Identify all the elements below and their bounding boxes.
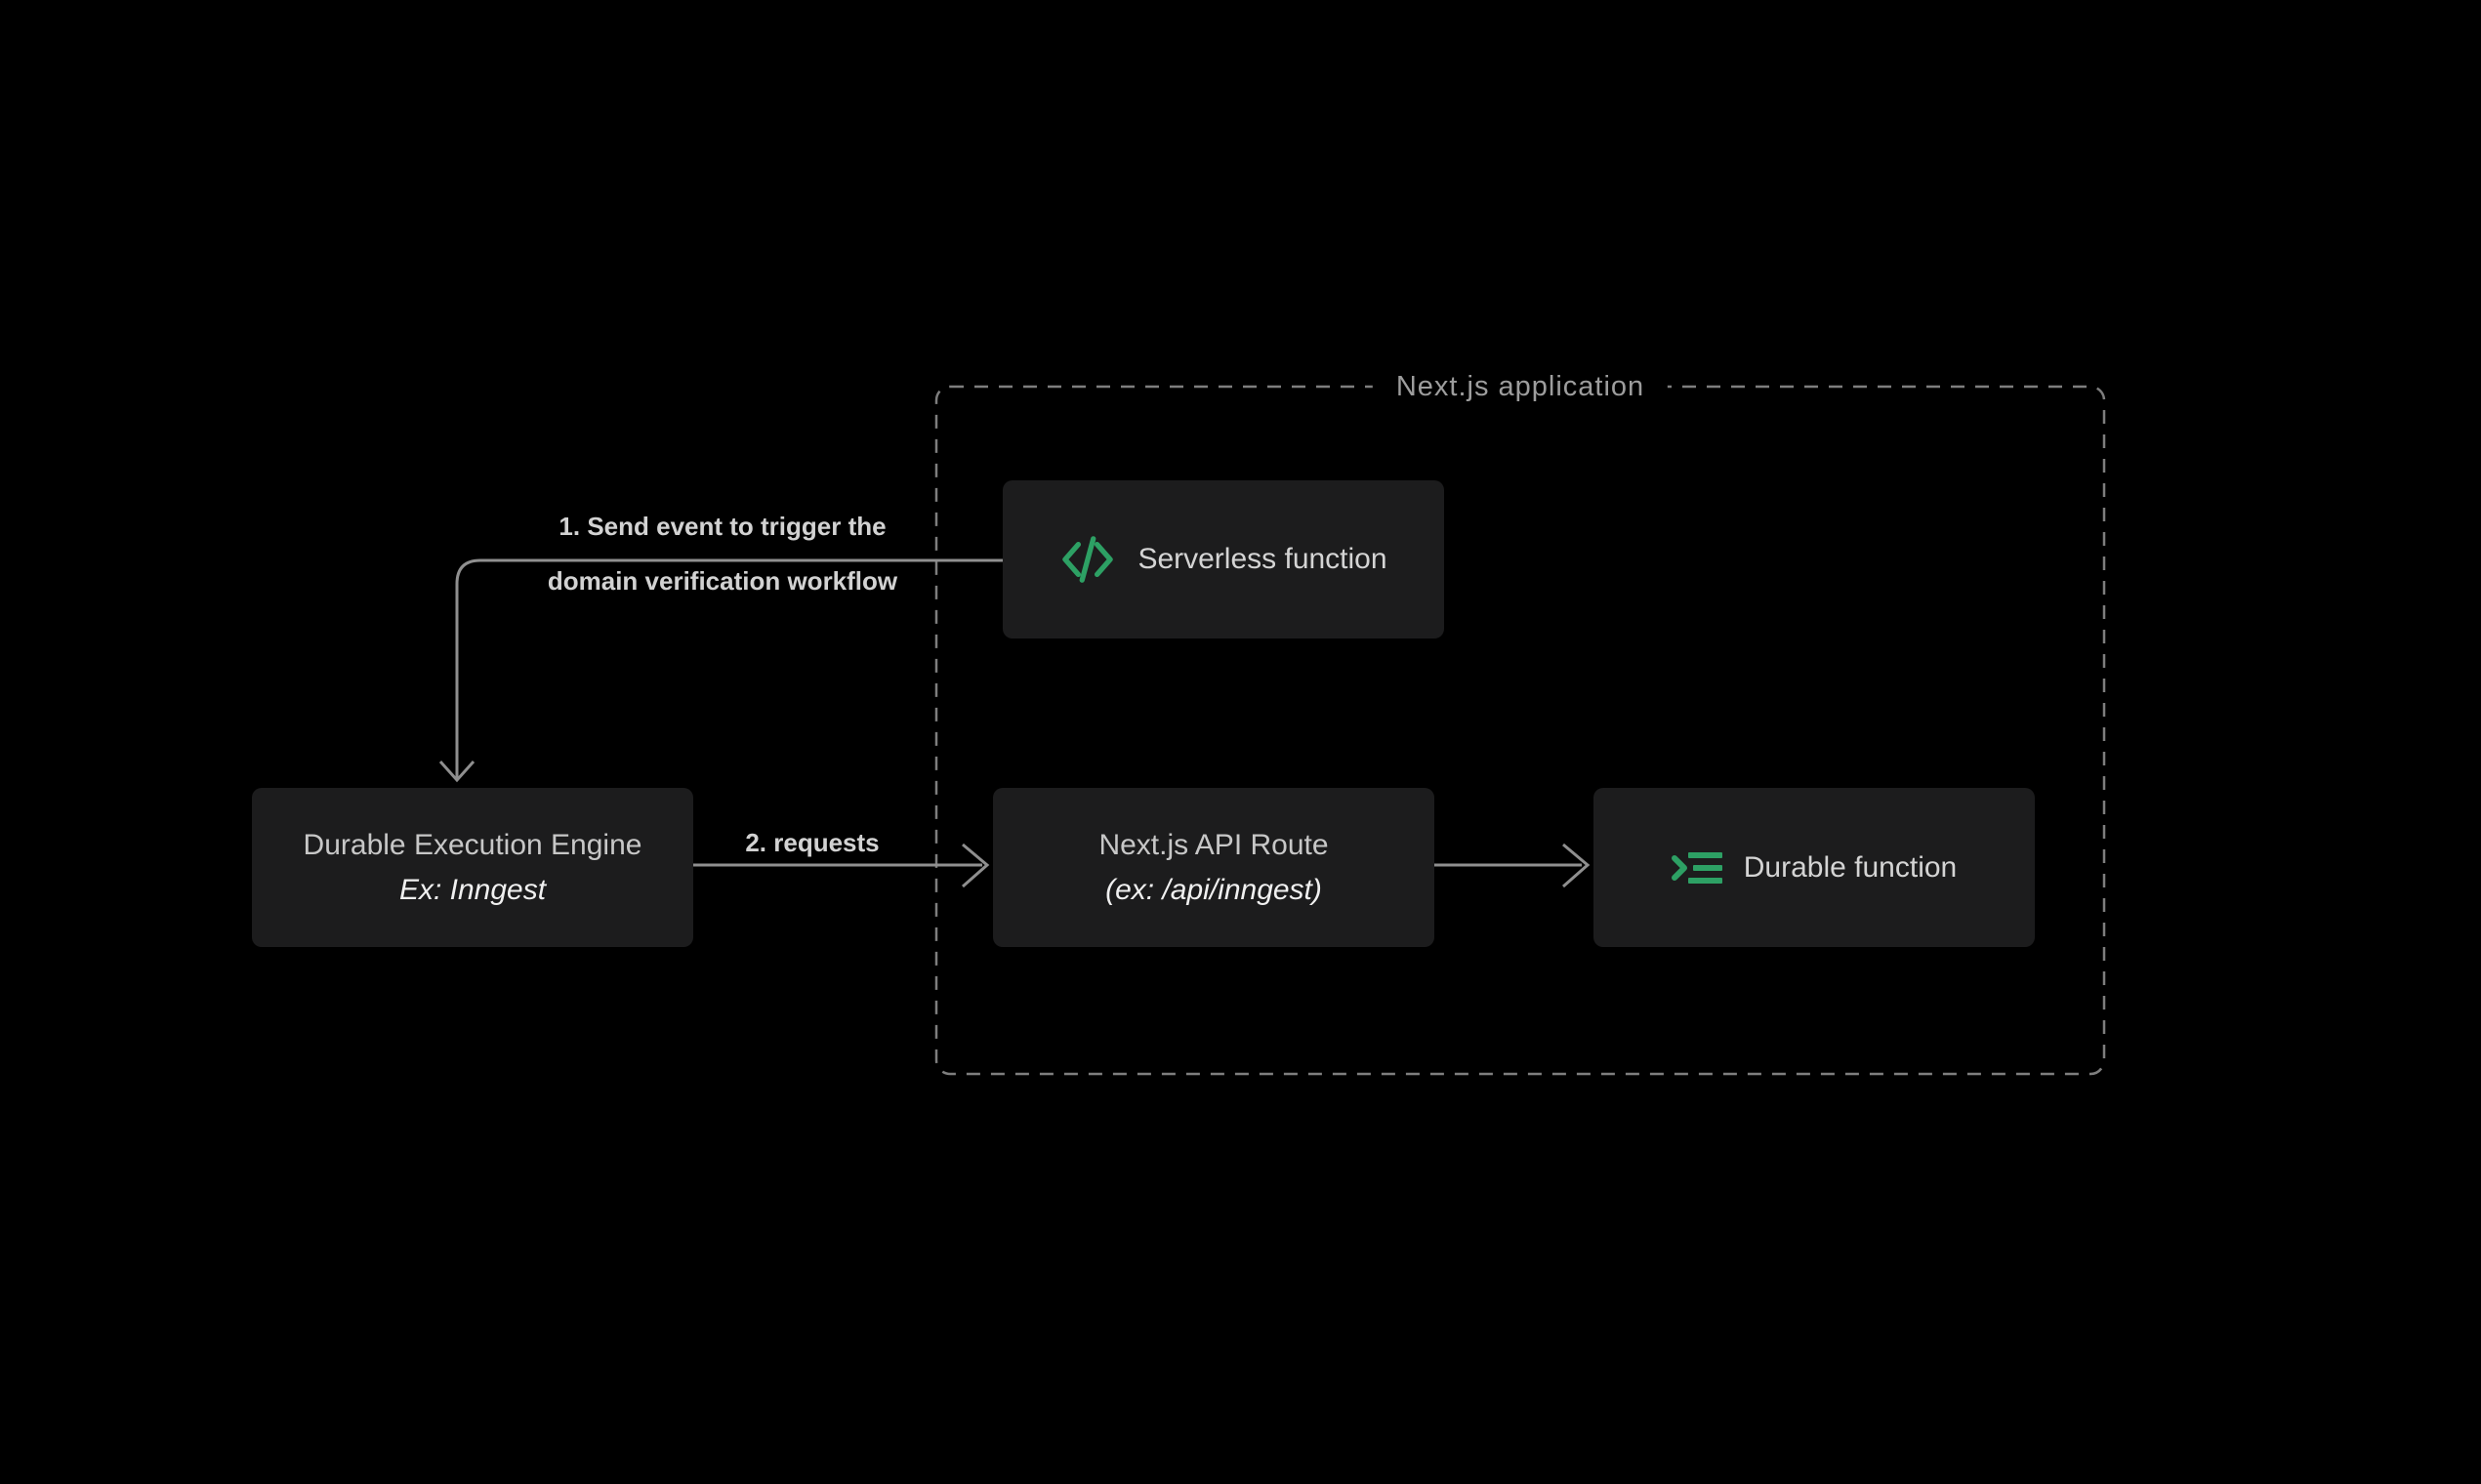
node-durable-execution-engine: Durable Execution Engine Ex: Inngest [252, 788, 693, 947]
edge-requests-arrowhead-right [962, 843, 990, 888]
edge-send-event-label: 1. Send event to trigger the domain veri… [449, 509, 996, 598]
edge-send-event-label-line2: domain verification workflow [547, 566, 898, 596]
terminal-list-icon [1671, 851, 1722, 884]
node-engine-subtitle: Ex: Inngest [398, 873, 547, 906]
code-icon [1062, 536, 1114, 583]
node-nextjs-api-route: Next.js API Route (ex: /api/inngest) [993, 788, 1434, 947]
node-engine-title: Durable Execution Engine [303, 828, 642, 861]
node-api-route-subtitle: (ex: /api/inngest) [1105, 873, 1322, 906]
container-label: Next.js application [1372, 369, 1669, 404]
edge-send-event-line [455, 558, 1003, 778]
edge-send-event-arrowhead-down [438, 760, 476, 783]
node-durable-function: Durable function [1593, 788, 2035, 947]
node-serverless-label: Serverless function [1137, 543, 1387, 575]
node-serverless-function: Serverless function [1003, 480, 1444, 639]
edge-requests-label: 2. requests [745, 828, 880, 857]
node-api-route-title: Next.js API Route [1098, 828, 1329, 861]
edge-send-event-label-line1: 1. Send event to trigger the [558, 512, 887, 541]
edge-invoke-arrowhead-right [1562, 843, 1591, 888]
node-durable-label: Durable function [1743, 850, 1958, 884]
